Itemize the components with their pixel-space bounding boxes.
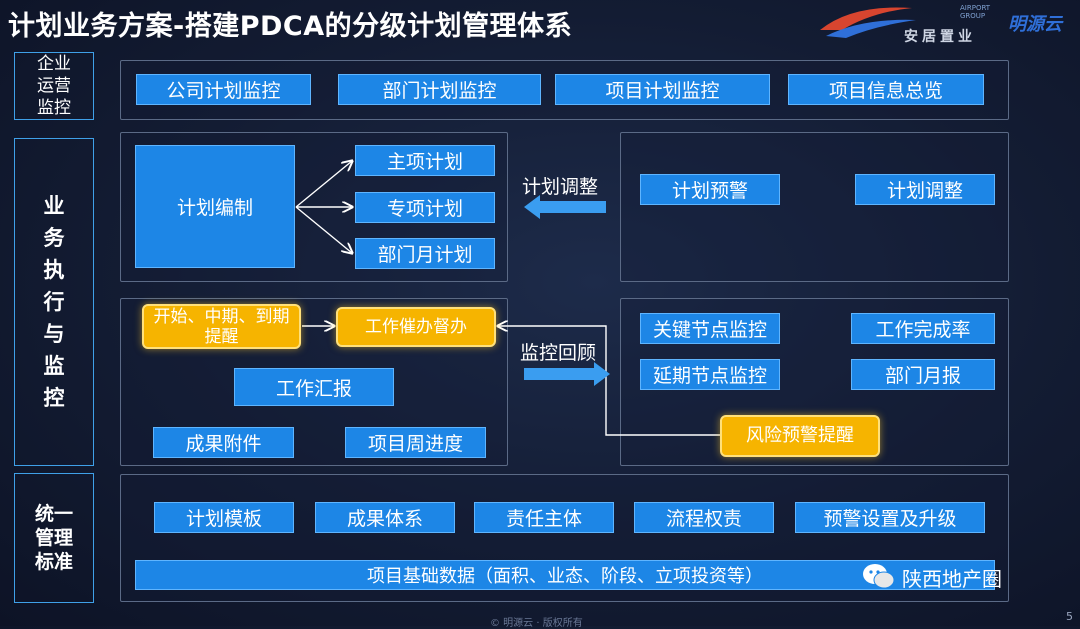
result-attachments-box: 成果附件: [153, 427, 294, 458]
logo-swoosh-icon: [820, 7, 916, 38]
main-plan-box: 主项计划: [355, 145, 495, 176]
plan-right-panel: [620, 132, 1009, 282]
work-completion-rate-box: 工作完成率: [851, 313, 995, 344]
logo-brand-text: 明源云: [1008, 14, 1062, 35]
result-system-box: 成果体系: [315, 502, 455, 533]
work-report-box: 工作汇报: [234, 368, 394, 406]
dept-monthly-plan-box: 部门月计划: [355, 238, 495, 269]
section-business-label: 业务执行与监控: [14, 138, 94, 466]
dept-plan-monitor-box: 部门计划监控: [338, 74, 541, 105]
section-standard-label: 统一管理标准: [14, 473, 94, 603]
special-plan-box: 专项计划: [355, 192, 495, 223]
page-title: 计划业务方案-搭建PDCA的分级计划管理体系: [8, 11, 573, 42]
wechat-watermark: 陕西地产圈: [862, 560, 1072, 594]
wechat-icon: [863, 564, 895, 589]
project-base-data-box: 项目基础数据（面积、业态、阶段、立项投资等）: [135, 560, 995, 590]
logo-company-text: 安居置业: [904, 29, 976, 45]
plan-template-box: 计划模板: [154, 502, 294, 533]
section-enterprise-label: 企业运营监控: [14, 52, 94, 120]
work-urge-box: 工作催办督办: [336, 307, 496, 347]
plan-adjust-box: 计划调整: [855, 174, 995, 205]
responsible-subject-box: 责任主体: [474, 502, 614, 533]
project-plan-monitor-box: 项目计划监控: [555, 74, 770, 105]
project-info-overview-box: 项目信息总览: [788, 74, 984, 105]
plan-warning-box: 计划预警: [640, 174, 780, 205]
project-weekly-progress-box: 项目周进度: [345, 427, 486, 458]
delay-node-monitor-box: 延期节点监控: [640, 359, 780, 390]
process-rights-box: 流程权责: [634, 502, 774, 533]
warning-setting-upgrade-box: 预警设置及升级: [795, 502, 985, 533]
watermark-text: 陕西地产圈: [902, 567, 1002, 591]
key-node-monitor-box: 关键节点监控: [640, 313, 780, 344]
dept-monthly-report-box: 部门月报: [851, 359, 995, 390]
page-number: 5: [1066, 610, 1073, 623]
plan-compile-box: 计划编制: [135, 145, 295, 268]
plan-adjust-arrow-label: 计划调整: [522, 176, 599, 198]
company-plan-monitor-box: 公司计划监控: [136, 74, 311, 105]
start-mid-due-remind-box: 开始、中期、到期提醒: [142, 304, 301, 349]
risk-warning-box: 风险预警提醒: [720, 415, 880, 457]
footer-copyright: © 明源云 · 版权所有: [490, 618, 583, 629]
monitor-review-arrow-label: 监控回顾: [520, 342, 597, 364]
